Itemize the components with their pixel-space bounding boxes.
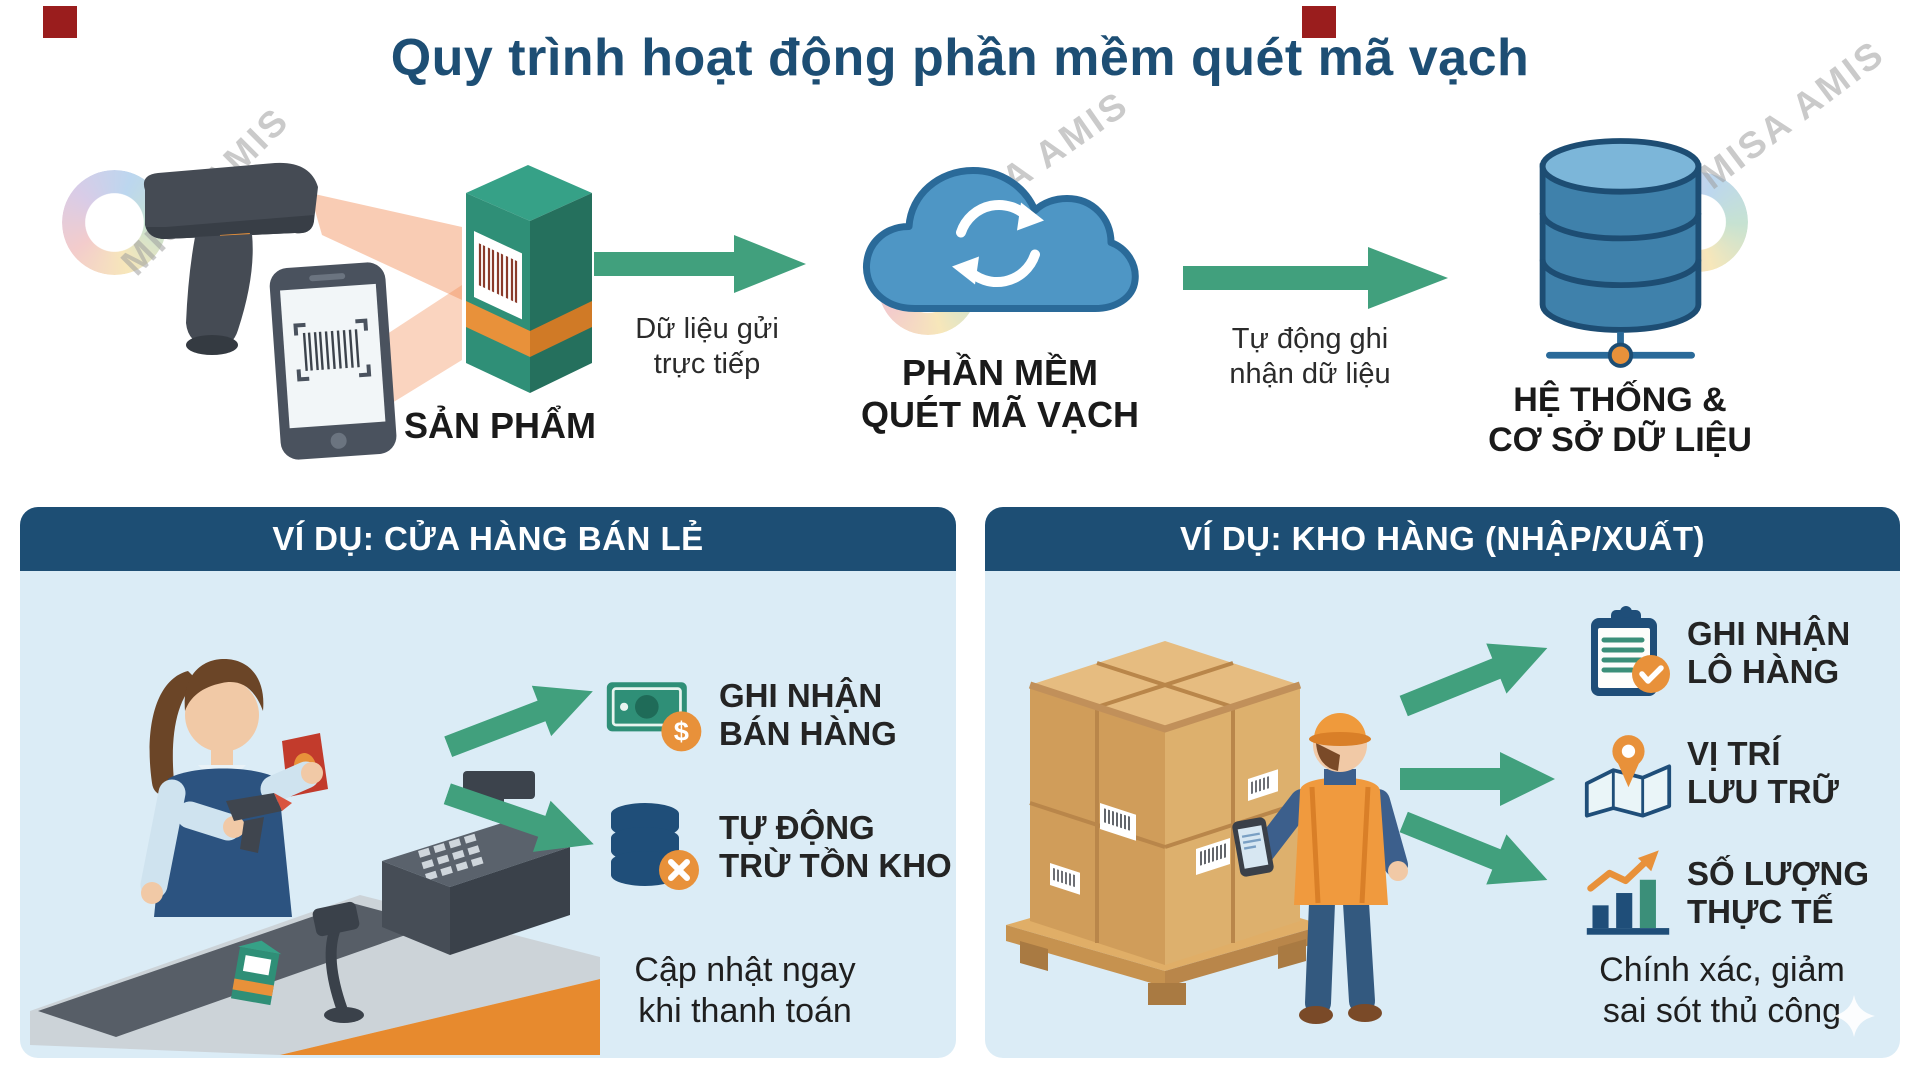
- warehouse-caption: Chính xác, giảm sai sót thủ công: [1599, 951, 1845, 1031]
- cardboard-boxes: [1028, 641, 1302, 965]
- retail-item-label: GHI NHẬN BÁN HÀNG: [719, 676, 897, 752]
- barcode-scanner-icon: [143, 162, 318, 355]
- quantity-chart-icon: [1583, 846, 1673, 941]
- warehouse-worker-figure: [1232, 713, 1408, 1024]
- sparkle-icon: [1833, 995, 1875, 1037]
- scan-product-illustration: [143, 162, 592, 460]
- warehouse-item: VỊ TRÍ LƯU TRỮ: [1583, 725, 1839, 821]
- warehouse-item: GHI NHẬN LÔ HÀNG: [1583, 605, 1850, 701]
- small-product: [230, 940, 282, 1006]
- retail-item: TỰ ĐỘNG TRỪ TỒN KHO: [605, 799, 952, 895]
- cross-glyph: [668, 859, 690, 881]
- barcode-label: [1100, 803, 1136, 841]
- checkout-counter: [30, 771, 600, 1055]
- money-icon: $: [605, 671, 705, 759]
- pallet-scene-illustration: [1006, 641, 1408, 1024]
- location-map-icon: [1583, 726, 1673, 821]
- cloud-software-icon: [862, 167, 1139, 312]
- connector-dot: [1607, 342, 1634, 368]
- warehouse-item-label: GHI NHẬN LÔ HÀNG: [1687, 614, 1851, 690]
- retail-item: $ GHI NHẬN BÁN HÀNG: [605, 667, 897, 763]
- warehouse-item: SỐ LƯỢNG THỰC TẾ: [1583, 845, 1869, 941]
- database-icon: [1539, 138, 1702, 368]
- inventory-deduct-icon: [605, 800, 705, 894]
- batch-clipboard-icon: [1583, 605, 1673, 701]
- cashier-figure: [140, 659, 328, 917]
- warehouse-example-panel: VÍ DỤ: KHO HÀNG (NHẬP/XUẤT): [985, 507, 1900, 1058]
- smartphone-icon: [269, 262, 397, 460]
- retail-panel-header: VÍ DỤ: CỬA HÀNG BÁN LẺ: [20, 507, 956, 571]
- cash-register-icon: [382, 771, 570, 955]
- handheld-scanner-icon: [226, 793, 292, 853]
- scan-beam: [310, 193, 462, 300]
- page-title: Quy trình hoạt động phần mềm quét mã vạc…: [390, 29, 1530, 87]
- warehouse-panel-header: VÍ DỤ: KHO HÀNG (NHẬP/XUẤT): [985, 507, 1900, 571]
- cashier-scene-illustration: [30, 659, 600, 1055]
- flow-arrow-2-icon: [1183, 247, 1448, 309]
- corner-accent-right: [1302, 6, 1336, 38]
- barcode-label: [1248, 769, 1278, 801]
- product-carton-icon: [466, 165, 592, 393]
- warehouse-item-label: VỊ TRÍ LƯU TRỮ: [1687, 734, 1839, 810]
- flow-arrow-2-label: Tự động ghi nhận dữ liệu: [1229, 323, 1391, 391]
- retail-caption: Cập nhật ngay khi thanh toán: [634, 951, 856, 1031]
- flow-arrow-1-icon: [594, 235, 806, 293]
- flow-arrow-1-label: Dữ liệu gửi trực tiếp: [635, 313, 779, 381]
- database-label: HỆ THỐNG & CƠ SỞ DỮ LIỆU: [1488, 381, 1752, 460]
- payment-terminal-icon: [312, 901, 364, 1023]
- corner-accent-left: [43, 6, 77, 38]
- retail-arrow-down-icon: [443, 783, 594, 852]
- retail-example-panel: VÍ DỤ: CỬA HÀNG BÁN LẺ: [20, 507, 956, 1058]
- barcode-label: [1196, 837, 1230, 875]
- warehouse-arrow-up-icon: [1399, 643, 1548, 717]
- warehouse-arrow-down-icon: [1399, 811, 1548, 885]
- sync-icon: [952, 200, 1044, 287]
- warehouse-item-label: SỐ LƯỢNG THỰC TẾ: [1687, 854, 1870, 930]
- retail-arrow-up-icon: [444, 685, 593, 758]
- check-glyph: [1639, 664, 1664, 684]
- phone-in-hand-icon: [1232, 817, 1274, 877]
- software-label: PHẦN MỀM QUÉT MÃ VẠCH: [861, 352, 1139, 436]
- product-label: SẢN PHẨM: [403, 405, 596, 446]
- dollar-glyph: $: [674, 715, 689, 746]
- retail-item-label: TỰ ĐỘNG TRỪ TỒN KHO: [719, 808, 952, 884]
- cap-icon: [1314, 713, 1366, 739]
- warehouse-arrow-mid-icon: [1400, 752, 1555, 806]
- barcode-label: [1050, 863, 1080, 895]
